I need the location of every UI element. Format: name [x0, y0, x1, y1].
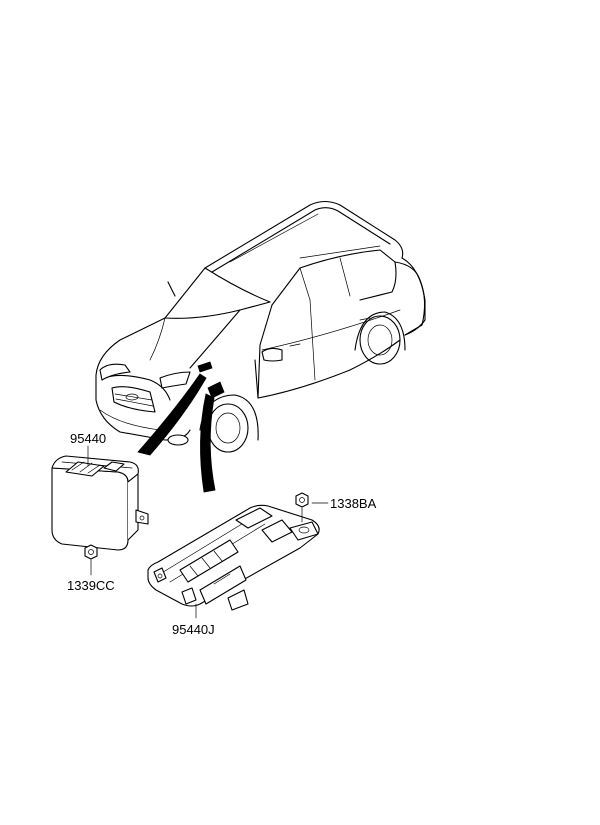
- nut-1338ba-illustration: [295, 492, 329, 523]
- label-95440j: 95440J: [172, 622, 215, 637]
- vehicle-illustration: [95, 200, 426, 453]
- location-pointers: [137, 373, 216, 493]
- module-95440-illustration: [51, 445, 149, 551]
- nut-1339cc-illustration: [84, 544, 98, 576]
- label-1339cc: 1339CC: [67, 578, 115, 593]
- label-95440: 95440: [70, 431, 106, 446]
- label-1338ba: 1338BA: [330, 496, 377, 511]
- bracket-95440j-illustration: [147, 504, 320, 619]
